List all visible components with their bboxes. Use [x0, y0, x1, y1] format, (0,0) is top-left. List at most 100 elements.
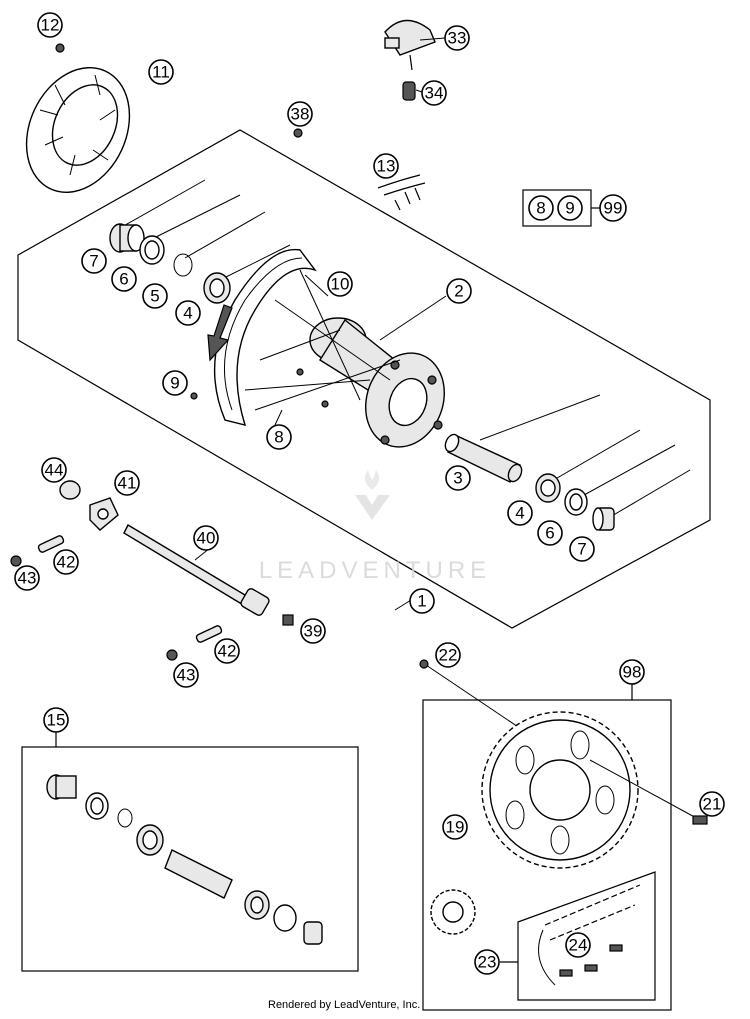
bolt-21: [692, 815, 708, 825]
svg-text:9: 9: [565, 199, 574, 218]
nipple-9: [190, 392, 198, 400]
callout-15: 15: [43, 707, 69, 733]
callout-98: 98: [619, 659, 645, 685]
callout-11: 11: [148, 59, 174, 85]
callout-41: 41: [114, 470, 140, 496]
svg-text:33: 33: [448, 29, 467, 48]
adjuster-bolt-left: [37, 535, 65, 553]
svg-text:40: 40: [197, 529, 216, 548]
callout-13: 13: [373, 153, 399, 179]
front-sprocket: [430, 889, 476, 935]
callout-43-right: 43: [173, 662, 199, 688]
svg-text:6: 6: [545, 524, 554, 543]
axle: [123, 524, 270, 616]
render-credit: Rendered by LeadVenture, Inc.: [268, 999, 421, 1011]
callout-7-right: 7: [569, 536, 595, 562]
svg-text:1: 1: [417, 592, 426, 611]
svg-text:4: 4: [515, 504, 524, 523]
svg-text:99: 99: [604, 199, 623, 218]
callout-2: 2: [446, 278, 472, 304]
callout-23: 23: [474, 949, 500, 975]
hub: [296, 317, 446, 448]
svg-text:12: 12: [41, 16, 60, 35]
svg-text:24: 24: [569, 936, 588, 955]
callout-42-right: 42: [214, 638, 240, 664]
screw-39: [282, 614, 294, 626]
svg-text:34: 34: [425, 84, 444, 103]
callout-24: 24: [565, 932, 591, 958]
callout-44: 44: [41, 457, 67, 483]
rotation-arrow: [207, 304, 233, 362]
svg-text:7: 7: [577, 540, 586, 559]
svg-text:4: 4: [183, 304, 192, 323]
callout-10: 10: [327, 271, 353, 297]
callout-5: 5: [142, 283, 168, 309]
callout-1: 1: [409, 588, 435, 614]
callout-99: 99: [599, 194, 627, 222]
callout-9-kit: 9: [557, 195, 583, 221]
svg-text:42: 42: [57, 553, 76, 572]
rim: [213, 248, 317, 426]
left-bearing-stack: [109, 223, 231, 304]
callout-7-left: 7: [81, 248, 107, 274]
callout-4-right: 4: [507, 500, 533, 526]
callout-33: 33: [444, 25, 470, 51]
bolt-34: [402, 81, 416, 101]
nut-22: [419, 659, 429, 669]
callout-4-left: 4: [175, 300, 201, 326]
leader-lines: [194, 37, 447, 611]
callout-19: 19: [442, 814, 468, 840]
adjuster-bolt-right: [195, 625, 223, 643]
callout-22: 22: [435, 642, 461, 668]
svg-text:7: 7: [89, 252, 98, 271]
chain: [538, 884, 641, 986]
watermark-text: LEADVENTURE: [259, 557, 491, 584]
adjuster-nut-left: [10, 555, 22, 567]
callout-34: 34: [421, 80, 447, 106]
callout-8-kit: 8: [528, 195, 554, 221]
svg-text:8: 8: [274, 428, 283, 447]
callout-42-left: 42: [53, 549, 79, 575]
callout-39: 39: [300, 618, 326, 644]
svg-text:41: 41: [118, 474, 137, 493]
watermark: LEADVENTURE: [259, 470, 491, 584]
callout-8: 8: [266, 424, 292, 450]
svg-text:19: 19: [446, 818, 465, 837]
wheel-assembly-outline: [17, 129, 711, 629]
svg-text:5: 5: [150, 287, 159, 306]
svg-text:43: 43: [177, 666, 196, 685]
callout-21: 21: [699, 791, 725, 817]
svg-text:98: 98: [623, 663, 642, 682]
chain-adjuster-left: [59, 480, 119, 531]
svg-text:15: 15: [47, 711, 66, 730]
svg-text:38: 38: [291, 105, 310, 124]
nut-38: [293, 128, 303, 138]
spoke-set: [377, 174, 426, 211]
axle-block-part: [384, 19, 436, 71]
chain-box: [517, 871, 656, 1001]
adjuster-nut-right: [166, 649, 178, 661]
rear-sprocket: [481, 711, 639, 869]
callout-6-right: 6: [537, 520, 563, 546]
callout-38: 38: [287, 101, 313, 127]
disc-screw: [55, 43, 65, 53]
svg-text:22: 22: [439, 646, 458, 665]
callout-3: 3: [445, 465, 471, 491]
svg-text:10: 10: [331, 275, 350, 294]
svg-text:23: 23: [478, 953, 497, 972]
callout-43-left: 43: [14, 565, 40, 591]
svg-text:44: 44: [45, 461, 64, 480]
brake-disc: [25, 66, 131, 194]
svg-text:3: 3: [453, 469, 462, 488]
callout-6-left: 6: [111, 266, 137, 292]
spokes: [244, 269, 401, 411]
spacer-sleeve: [444, 433, 523, 483]
svg-text:11: 11: [152, 63, 170, 82]
svg-text:8: 8: [536, 199, 545, 218]
svg-text:6: 6: [119, 270, 128, 289]
callout-40: 40: [193, 525, 219, 551]
bearing-kit-box: [21, 746, 359, 972]
svg-text:42: 42: [218, 642, 237, 661]
svg-text:39: 39: [304, 622, 323, 641]
